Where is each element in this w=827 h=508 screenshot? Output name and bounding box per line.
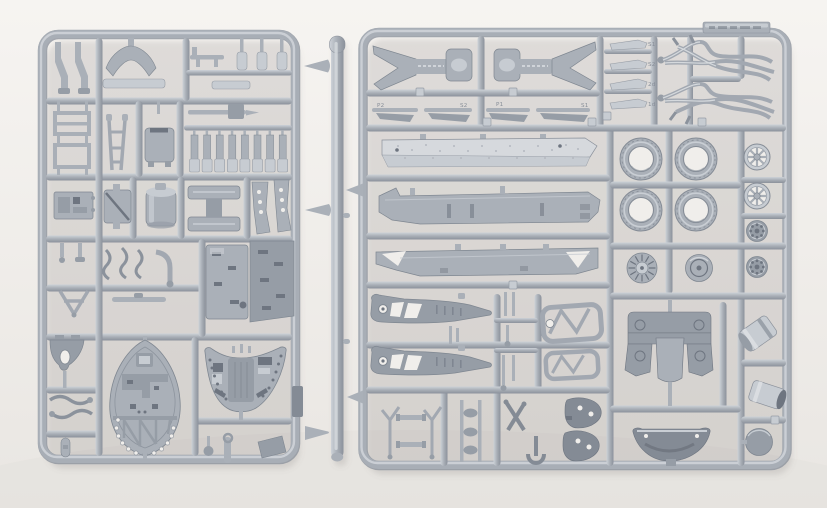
part-exhaust-cluster-lower [657, 81, 775, 125]
svg-text:S1: S1 [581, 103, 589, 109]
svg-text:S2: S2 [460, 103, 468, 109]
part-cross-bars [396, 414, 426, 448]
left-sprue-rails [46, 38, 292, 456]
part-girder-frame-1 [539, 302, 605, 344]
part-teardrop-bulkhead [109, 336, 181, 459]
part-flap-strip-s2: S2 [424, 103, 472, 122]
part-bed-frames [53, 101, 91, 175]
gate-cone-1 [304, 59, 330, 73]
part-shield-leaf-2 [562, 430, 600, 462]
part-door-strip-2d: 2d [609, 78, 656, 91]
part-spar-beam [187, 185, 241, 232]
part-oil-cooler-cylinder-1 [738, 315, 778, 352]
runner-bar-highlight [334, 42, 338, 450]
part-side-panel-upper [378, 186, 601, 225]
embossed-brand-plate [702, 21, 771, 34]
gate-cone-2 [305, 204, 331, 216]
part-ladder-rack [106, 114, 128, 171]
part-spoked-hub-1 [742, 142, 772, 172]
part-cowl-bowl-bulkhead [204, 344, 287, 420]
part-gun-rod [188, 104, 259, 119]
gate-cone-right-sprue-1 [346, 183, 363, 197]
part-fuselage-bracket-2 [75, 42, 90, 94]
part-access-door [144, 101, 175, 167]
svg-text:S1: S1 [648, 42, 656, 48]
part-twig-strut-1 [380, 406, 401, 460]
svg-text:1d: 1d [648, 102, 656, 108]
runner-bar-tip [331, 452, 344, 462]
part-bench-rod [190, 47, 224, 67]
part-anchor-prong [526, 436, 546, 465]
part-floor-panels [205, 240, 295, 323]
part-sway-brace-x [503, 399, 527, 432]
part-door-strip-s2: S2 [609, 59, 656, 71]
part-smooth-hub [685, 254, 713, 282]
part-control-cranks [102, 246, 174, 288]
part-exhaust-cluster-upper [657, 34, 775, 82]
part-engine-cowl-wrap [624, 300, 714, 406]
svg-text:P1: P1 [496, 102, 504, 108]
part-strut-sticks [500, 292, 515, 391]
part-radio-box [53, 191, 95, 220]
svg-text:S2: S2 [648, 62, 656, 68]
part-oil-tank-drum [145, 183, 177, 229]
part-door-strip-s1: S1 [609, 39, 656, 51]
part-spine-fairing-left [372, 45, 473, 91]
part-small-fittings [203, 432, 287, 463]
part-hanger-clips [211, 38, 288, 90]
part-ammo-slats [189, 130, 289, 173]
part-riveted-hub-2 [746, 256, 768, 278]
svg-text:2d: 2d [648, 82, 656, 88]
svg-text:P2: P2 [377, 103, 384, 109]
runner-bar-nub-2 [343, 339, 350, 344]
part-handles [48, 394, 94, 420]
runner-bar-nub-1 [343, 213, 350, 218]
part-spoked-hub-2 [742, 181, 772, 211]
part-side-panel-lower [375, 244, 599, 277]
part-radial-engine-front [626, 252, 658, 284]
part-oil-cooler-cylinder-2 [748, 380, 787, 410]
part-trestle [58, 290, 90, 318]
part-spine-fairing-right [493, 41, 597, 91]
part-funnel-shield [49, 335, 85, 388]
part-tire-2 [674, 137, 718, 181]
part-spar-connectors [449, 326, 459, 344]
part-flap-strip-p1: P1 [486, 102, 530, 122]
part-flap-strip-p2: P2 [372, 103, 418, 122]
part-lower-rod [112, 293, 166, 302]
part-shackle-ladder [460, 400, 482, 462]
part-riveted-hub-1 [746, 220, 768, 242]
part-undercarriage-legs [251, 179, 292, 235]
part-door-strip-1d: 1d [609, 98, 656, 110]
part-fuselage-bracket-1 [55, 42, 70, 94]
part-dumbbell [60, 437, 71, 458]
part-chin-cowl-bowl [632, 427, 711, 466]
part-wishbone-pylon [102, 38, 166, 89]
part-tire-4 [674, 188, 718, 232]
part-flap-strip-s1: S1 [536, 103, 590, 122]
part-twig-strut-2 [422, 406, 443, 460]
right-sprue: P2 S2 P1 S1 S1 S2 2d [346, 21, 792, 471]
part-dark-slab [292, 386, 303, 417]
part-girder-frame-2 [543, 348, 601, 382]
part-small-pins [59, 243, 85, 263]
part-textured-deck-panel [381, 134, 598, 168]
gate-cone-left-sprue [305, 426, 329, 440]
part-tire-1 [619, 137, 663, 181]
runner-bar [304, 35, 350, 462]
part-bulkhead-plate [103, 184, 132, 229]
left-sprue [37, 29, 329, 465]
right-sprue-rails [366, 36, 786, 466]
gate-cone-right-sprue-2 [347, 390, 363, 404]
part-shield-leaf-1 [564, 397, 602, 429]
part-flat-disc [741, 428, 773, 456]
part-tire-3 [619, 188, 663, 232]
